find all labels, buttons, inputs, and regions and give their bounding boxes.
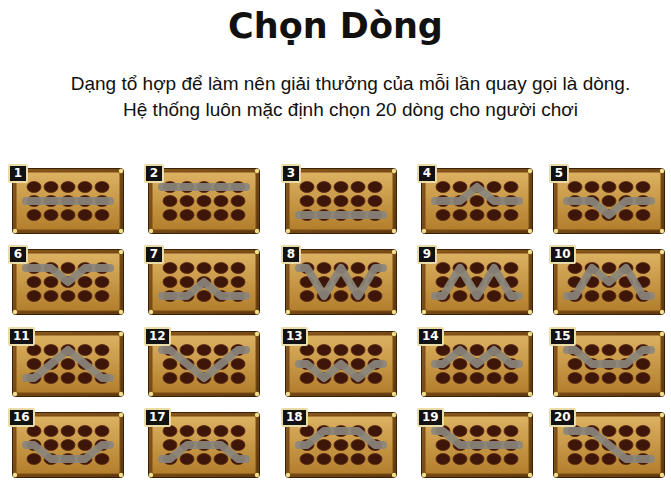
line-number: 10 [549, 245, 576, 264]
payline-panel: 8 [285, 249, 397, 315]
payline-panel: 19 [421, 412, 533, 478]
line-number: 12 [144, 327, 171, 346]
line-number: 15 [549, 327, 576, 346]
line-number: 7 [144, 245, 164, 264]
payline-panel: 15 [553, 331, 665, 397]
payline-panel: 14 [421, 331, 533, 397]
line-number: 3 [281, 164, 301, 183]
line-number: 13 [281, 327, 308, 346]
payline-panel: 4 [421, 168, 533, 234]
payline-panel: 1 [12, 168, 124, 234]
payline-illustration [421, 249, 533, 315]
payline-panel: 7 [148, 249, 260, 315]
line-number: 1 [8, 164, 28, 183]
line-number: 18 [281, 408, 308, 427]
line-number: 16 [8, 408, 35, 427]
payline-panel: 2 [148, 168, 260, 234]
line-number: 2 [144, 164, 164, 183]
payline-panel: 18 [285, 412, 397, 478]
payline-panel: 3 [285, 168, 397, 234]
payline-panel: 12 [148, 331, 260, 397]
line-number: 11 [8, 327, 35, 346]
title: Chọn Dòng [0, 4, 671, 48]
line-number: 9 [417, 245, 437, 264]
payline-panel: 5 [553, 168, 665, 234]
payline-panel: 9 [421, 249, 533, 315]
payline-panel: 13 [285, 331, 397, 397]
line-number: 4 [417, 164, 437, 183]
payline-illustration [553, 168, 665, 234]
description-text: Hệ thống luôn mặc định chọn 20 dòng cho … [20, 98, 671, 122]
payline-illustration [12, 168, 124, 234]
line-number: 17 [144, 408, 171, 427]
line-number: 20 [549, 408, 576, 427]
payline-illustration [285, 249, 397, 315]
payline-illustration [148, 168, 260, 234]
payline-illustration [285, 168, 397, 234]
description-text: Dạng tổ hợp để làm nên giải thưởng của m… [20, 72, 671, 96]
payline-illustration [12, 249, 124, 315]
payline-panel: 10 [553, 249, 665, 315]
payline-panel: 11 [12, 331, 124, 397]
line-number: 14 [417, 327, 444, 346]
payline-panel: 16 [12, 412, 124, 478]
payline-panel: 20 [553, 412, 665, 478]
line-number: 5 [549, 164, 569, 183]
payline-illustration [421, 168, 533, 234]
line-number: 8 [281, 245, 301, 264]
line-number: 19 [417, 408, 444, 427]
line-number: 6 [8, 245, 28, 264]
payline-panel: 6 [12, 249, 124, 315]
payline-panel: 17 [148, 412, 260, 478]
payline-illustration [148, 249, 260, 315]
